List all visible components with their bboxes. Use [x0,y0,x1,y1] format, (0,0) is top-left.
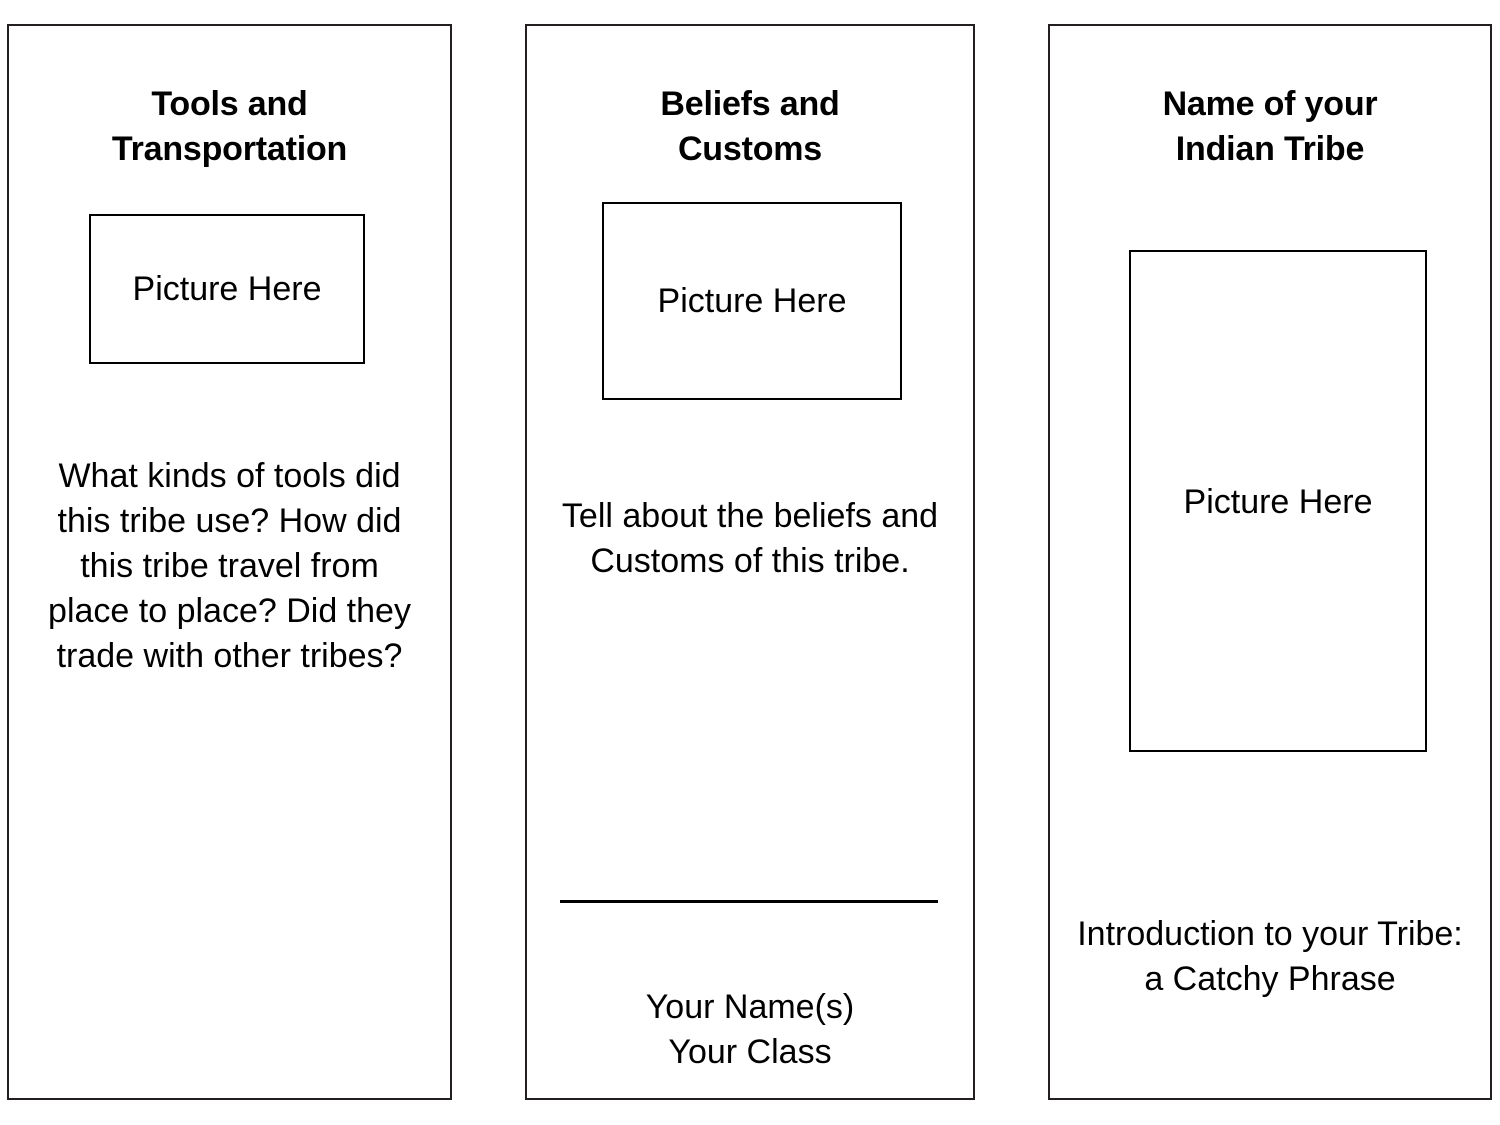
picture-placeholder-box-tools[interactable]: Picture Here [89,214,365,364]
picture-placeholder-label: Picture Here [132,270,322,308]
picture-placeholder-label: Picture Here [657,282,847,320]
panel-body-text-tribe: Introduction to your Tribe: a Catchy Phr… [1077,915,1463,998]
panel-title-name-of-your-indian-tribe: Name of your Indian Tribe [1162,85,1378,169]
panel-beliefs-and-customs: Beliefs and Customs Picture Here Tell ab… [525,24,975,1100]
panel-body-text-tools: What kinds of tools did this tribe use? … [48,457,411,675]
signature-name-and-class: Your Name(s) Your Class [645,988,855,1071]
panel-tools-and-transportation: Tools and Transportation Picture Here Wh… [7,24,452,1100]
picture-placeholder-label: Picture Here [1183,483,1373,521]
panel-title-beliefs-and-customs: Beliefs and Customs [660,85,840,169]
picture-placeholder-box-tribe[interactable]: Picture Here [1129,250,1427,752]
signature-rule [560,900,938,903]
panel-title-tools-and-transportation: Tools and Transportation [111,85,348,169]
panel-body-text-beliefs: Tell about the beliefs and Customs of th… [561,497,939,580]
picture-placeholder-box-beliefs[interactable]: Picture Here [602,202,902,400]
panel-name-of-your-indian-tribe: Name of your Indian Tribe Picture Here I… [1048,24,1492,1100]
